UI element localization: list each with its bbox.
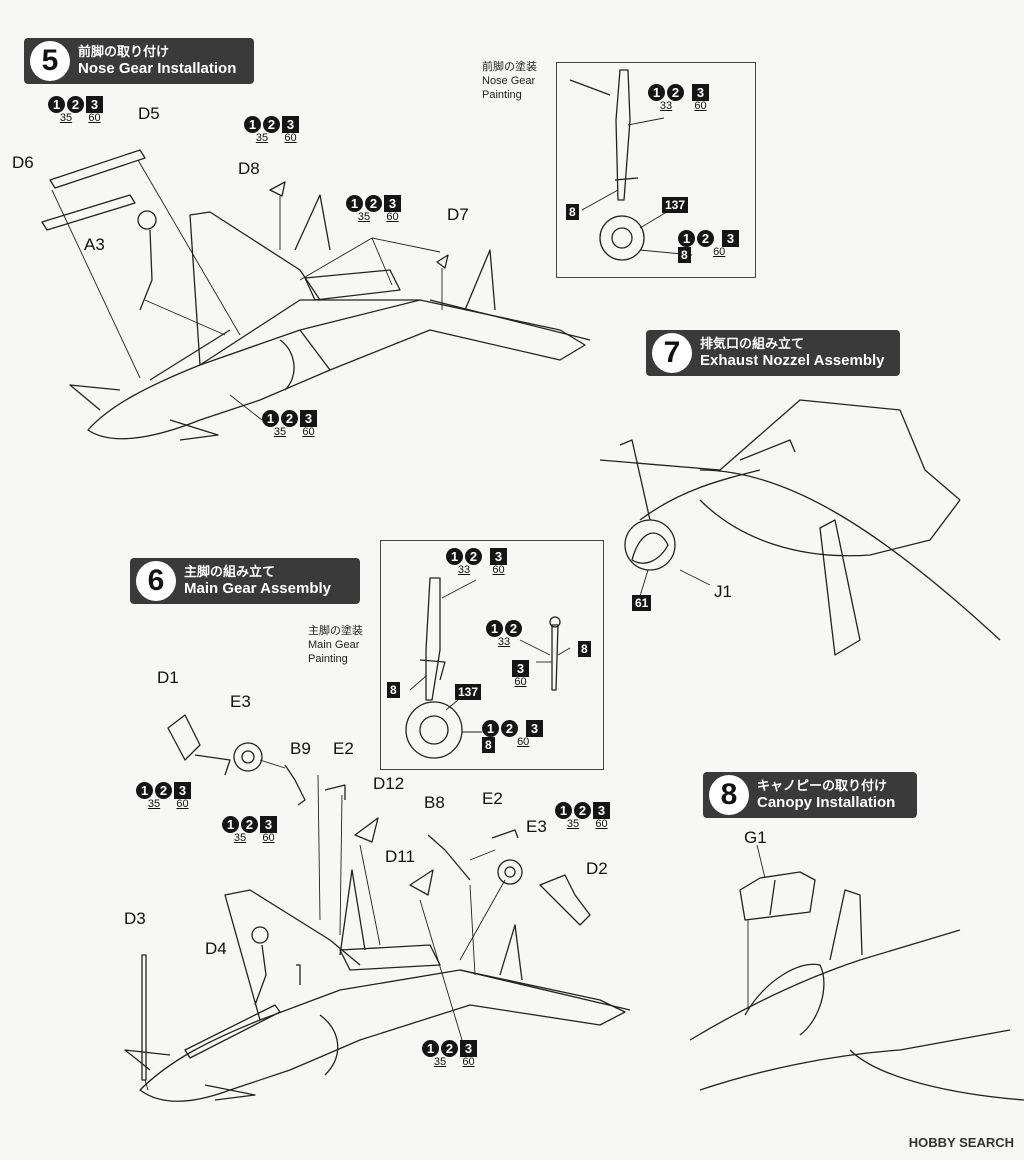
step5-leader-lines	[51, 159, 443, 421]
paint-code: 137	[662, 197, 689, 213]
part-label-d6: D6	[12, 153, 34, 172]
step-5-banner: 5 前脚の取り付け Nose Gear Installation	[24, 38, 254, 84]
step-number: 5	[30, 41, 70, 81]
paint-code: 8	[578, 641, 591, 657]
step-number: 7	[652, 333, 692, 373]
step7-leaders	[639, 569, 711, 597]
part-label-g1: G1	[744, 828, 767, 847]
nose-gear-painting-box	[556, 62, 756, 278]
part-label-e2-right: E2	[482, 789, 503, 808]
step5-airframe	[69, 194, 591, 441]
part-label-b8: B8	[424, 793, 445, 812]
paint-code: 8	[387, 682, 400, 698]
part-label-b9: B9	[290, 739, 311, 758]
step-title-en: Nose Gear Installation	[78, 59, 237, 77]
part-label-d2: D2	[586, 859, 608, 878]
step-title-jp: キャノピーの取り付け	[757, 777, 888, 793]
step-title-en: Main Gear Assembly	[184, 579, 332, 597]
part-label-d3: D3	[124, 909, 146, 928]
step-6-banner: 6 主脚の組み立て Main Gear Assembly	[130, 558, 360, 604]
step6-parts	[141, 714, 591, 1081]
step6-leader-lines	[144, 759, 506, 1091]
part-label-e2-left: E2	[333, 739, 354, 758]
step6-airframe	[124, 869, 631, 1102]
nose-gear-painting-art	[569, 69, 645, 261]
paint-code: 61	[632, 595, 652, 611]
step-title-jp: 前脚の取り付け	[78, 43, 170, 59]
part-label-j1: J1	[714, 582, 732, 601]
step7-airframe	[599, 399, 1001, 656]
paint-code: 8	[566, 204, 579, 220]
part-label-e3-left: E3	[230, 692, 251, 711]
step-number: 8	[709, 775, 749, 815]
part-label-e3-right: E3	[526, 817, 547, 836]
part-label-d12: D12	[373, 774, 405, 793]
part-label-d5: D5	[138, 104, 160, 123]
part-label-a3: A3	[84, 235, 105, 254]
step-title-jp: 主脚の組み立て	[184, 563, 276, 579]
step5-parts	[41, 149, 449, 311]
step-title-en: Exhaust Nozzel Assembly	[700, 351, 885, 369]
watermark: HOBBY SEARCH	[908, 1135, 1014, 1150]
paint-code: 137	[455, 684, 482, 700]
step8-airframe	[689, 871, 1024, 1101]
part-label-d4: D4	[205, 939, 227, 958]
step8-leaders	[747, 844, 766, 1010]
step-number: 6	[136, 561, 176, 601]
step-title-en: Canopy Installation	[757, 793, 896, 811]
main-gear-painting-leaders	[409, 579, 571, 733]
part-label-d11: D11	[385, 847, 415, 866]
part-label-d8: D8	[238, 159, 260, 178]
main-gear-painting-box	[380, 540, 604, 770]
paint-callout: 3 60	[512, 660, 529, 688]
step-8-banner: 8 キャノピーの取り付け Canopy Installation	[703, 772, 917, 818]
main-gear-painting-art	[405, 577, 561, 759]
part-label-d1: D1	[157, 668, 179, 687]
part-label-d7: D7	[447, 205, 469, 224]
step-title-jp: 排気口の組み立て	[700, 335, 805, 351]
step-7-banner: 7 排気口の組み立て Exhaust Nozzel Assembly	[646, 330, 900, 376]
